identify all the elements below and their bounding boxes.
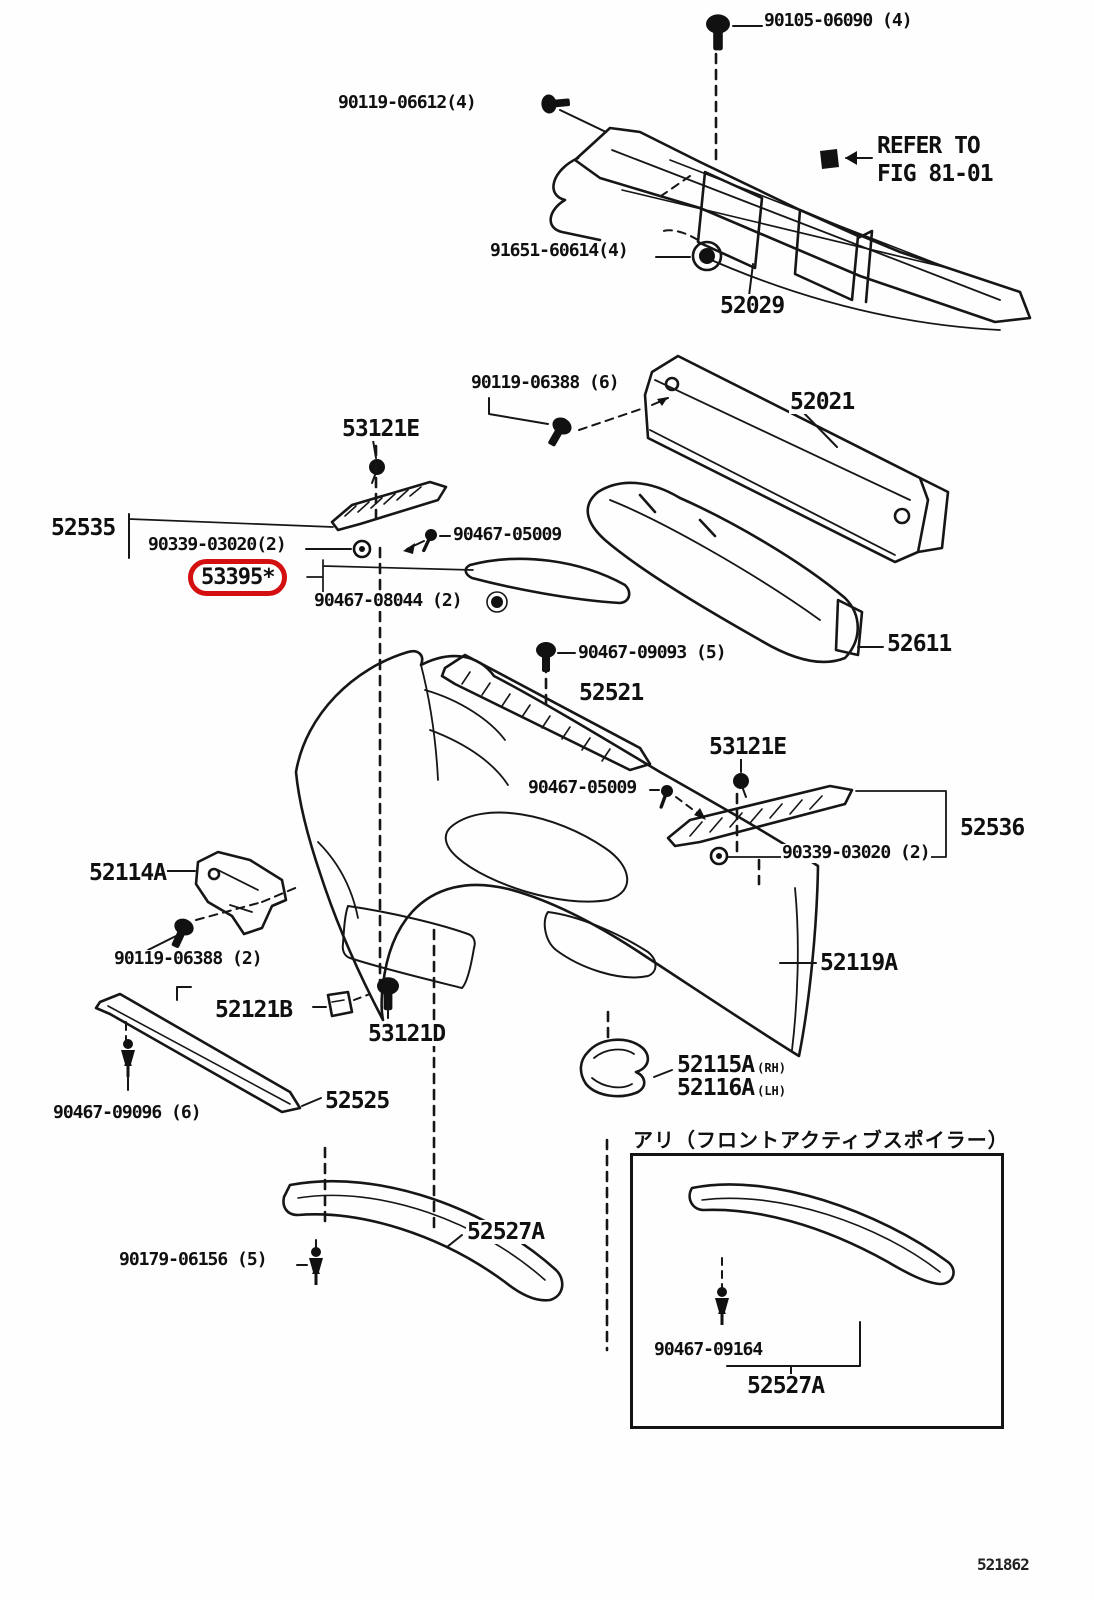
- moulding-strip-lower-art: [666, 784, 854, 848]
- moulding-strip-upper-art: [330, 480, 448, 532]
- part-callout-90119-06388-2: 90119-06388 (2): [113, 948, 263, 969]
- part-callout-90339-03020-upper: 90339-03020(2): [147, 534, 287, 555]
- part-callout-52611: 52611: [886, 631, 952, 657]
- moulding-52535-art: [128, 513, 334, 559]
- bumper-reinforcement-art: [643, 354, 950, 564]
- part-callout-90105-06090: 90105-06090 (4): [763, 10, 913, 31]
- part-callout-52536: 52536: [959, 815, 1025, 841]
- spoiler-52527A-art: [282, 1179, 564, 1302]
- part-callout-52521: 52521: [578, 680, 644, 706]
- refer-note-pointer-art: [621, 149, 949, 269]
- part-callout-90467-08044: 90467-08044 (2): [313, 590, 463, 611]
- part-callout-52021: 52021: [789, 389, 855, 415]
- bracket-52114A-art: [194, 850, 288, 936]
- part-callout-53121E-lower: 53121E: [708, 734, 787, 760]
- refer-note-line2: FIG 81-01: [876, 161, 994, 187]
- part-callout-52527A-main: 52527A: [466, 1219, 545, 1245]
- part-callout-90467-09096: 90467-09096 (6): [52, 1102, 202, 1123]
- part-callout-52121B: 52121B: [214, 997, 293, 1023]
- side-marker-lh: (LH): [757, 1084, 786, 1098]
- part-callout-53395: 53395*: [201, 565, 275, 590]
- part-callout-52527A-inset: 52527A: [746, 1373, 825, 1399]
- part-callout-90119-06388-6: 90119-06388 (6): [470, 372, 620, 393]
- part-number: 52115A: [677, 1052, 755, 1078]
- part-callout-53121D: 53121D: [367, 1021, 446, 1047]
- refer-note-line1: REFER TO: [876, 133, 981, 159]
- figure-code: 521862: [977, 1555, 1030, 1574]
- part-callout-90467-09164: 90467-09164: [653, 1339, 763, 1360]
- grommet-art: [691, 240, 723, 272]
- moulding-53395-art: [306, 557, 631, 605]
- retainer-52521-art: [440, 653, 652, 772]
- part-callout-52535: 52535: [50, 515, 116, 541]
- inset-spoiler-art: [688, 1183, 955, 1286]
- part-callout-53121E-upper: 53121E: [341, 416, 420, 442]
- part-callout-90467-09093: 90467-09093 (5): [577, 642, 727, 663]
- part-callout-90119-06612: 90119-06612(4): [337, 92, 477, 113]
- part-callout-90467-05009-lower: 90467-05009: [527, 777, 637, 798]
- part-callout-52114A: 52114A: [88, 860, 167, 886]
- part-callout-52525: 52525: [324, 1088, 390, 1114]
- part-callout-90467-05009-upper: 90467-05009: [452, 524, 562, 545]
- side-marker-rh: (RH): [757, 1061, 786, 1075]
- pad-52115A-art: [579, 1038, 650, 1098]
- part-callout-90339-03020-lower: 90339-03020 (2): [781, 842, 931, 863]
- part-callout-52029: 52029: [719, 293, 785, 319]
- part-callout-90179-06156: 90179-06156 (5): [118, 1249, 268, 1270]
- part-callout-52116A: 52116A(LH): [676, 1075, 787, 1101]
- inset-panel-border: [630, 1153, 1004, 1429]
- bumper-cover-art: [294, 649, 820, 1058]
- retainer-52525-art: [94, 992, 302, 1114]
- part-callout-52119A: 52119A: [819, 950, 898, 976]
- clip-52121B-art: [326, 990, 354, 1018]
- highlight-oval: 53395*: [188, 559, 288, 596]
- part-callout-52115A: 52115A(RH): [676, 1052, 787, 1078]
- part-number: 52116A: [677, 1075, 755, 1101]
- inset-caption: アリ（フロントアクティブスポイラー）: [633, 1128, 1009, 1152]
- part-callout-91651-60614: 91651-60614(4): [489, 240, 629, 261]
- energy-absorber-art: [586, 481, 864, 664]
